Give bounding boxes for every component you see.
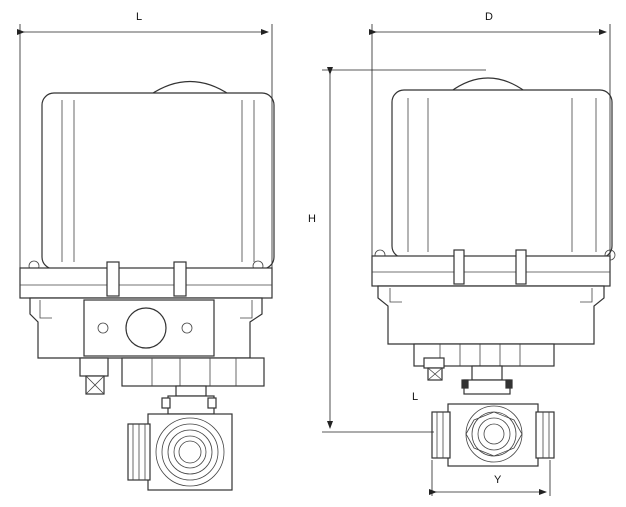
dim-height-label: H bbox=[308, 213, 316, 225]
dim-side-width-label: D bbox=[485, 11, 493, 23]
side-valve-body bbox=[431, 403, 555, 467]
side-view bbox=[322, 24, 616, 496]
mounting-bracket bbox=[121, 357, 265, 387]
side-actuator-flange bbox=[371, 255, 611, 287]
dim-front-width-label: L bbox=[136, 11, 142, 23]
actuator-flange bbox=[19, 267, 273, 299]
side-actuator-housing bbox=[391, 89, 613, 259]
manual-override-boss bbox=[125, 307, 167, 349]
dim-port-width-label: Y bbox=[494, 474, 502, 486]
front-view bbox=[17, 24, 275, 491]
dim-side-valve-length-label: L bbox=[412, 391, 418, 403]
actuator-housing bbox=[41, 92, 275, 270]
front-valve-body bbox=[127, 413, 233, 491]
